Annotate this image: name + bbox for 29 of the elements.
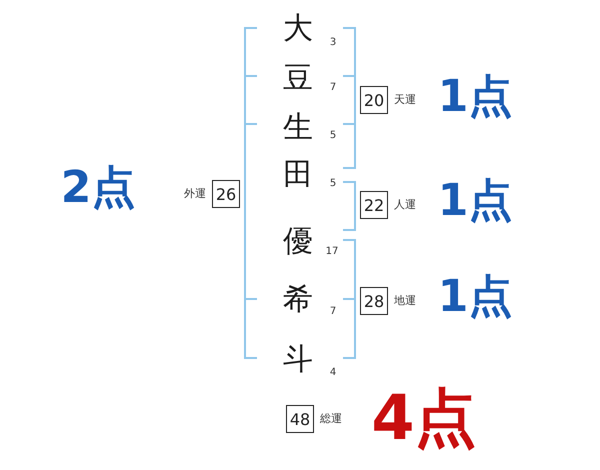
stroke-count: 4 [330,368,336,378]
fortune-label: 外運 [184,188,206,200]
stroke-count: 7 [330,83,336,93]
score-text: 1点 [438,179,512,223]
score-text: 1点 [438,275,512,319]
score-text: 4点 [371,387,477,449]
name-character: 希 [283,285,313,315]
fortune-label: 総運 [320,412,342,426]
name-character: 田 [283,160,313,190]
number-box: 20 [360,86,388,114]
name-character: 豆 [283,64,313,94]
number-box: 48 [286,405,314,433]
fortune-label: 天運 [394,94,416,106]
score-text: 2点 [60,166,136,210]
stroke-count: 5 [330,131,336,141]
number-box: 26 [212,180,240,208]
score-text: 1点 [438,75,512,119]
stroke-count: 3 [330,38,336,48]
fortune-label: 地運 [394,294,416,308]
stroke-count: 7 [330,307,336,317]
name-character: 斗 [283,345,313,375]
name-character: 大 [283,14,313,44]
stroke-count: 17 [326,247,338,257]
number-box: 28 [360,287,388,315]
name-character: 生 [283,113,313,143]
stroke-count: 5 [330,179,336,189]
name-character: 優 [283,227,313,257]
number-box: 22 [360,191,388,219]
fortune-label: 人運 [394,198,416,212]
